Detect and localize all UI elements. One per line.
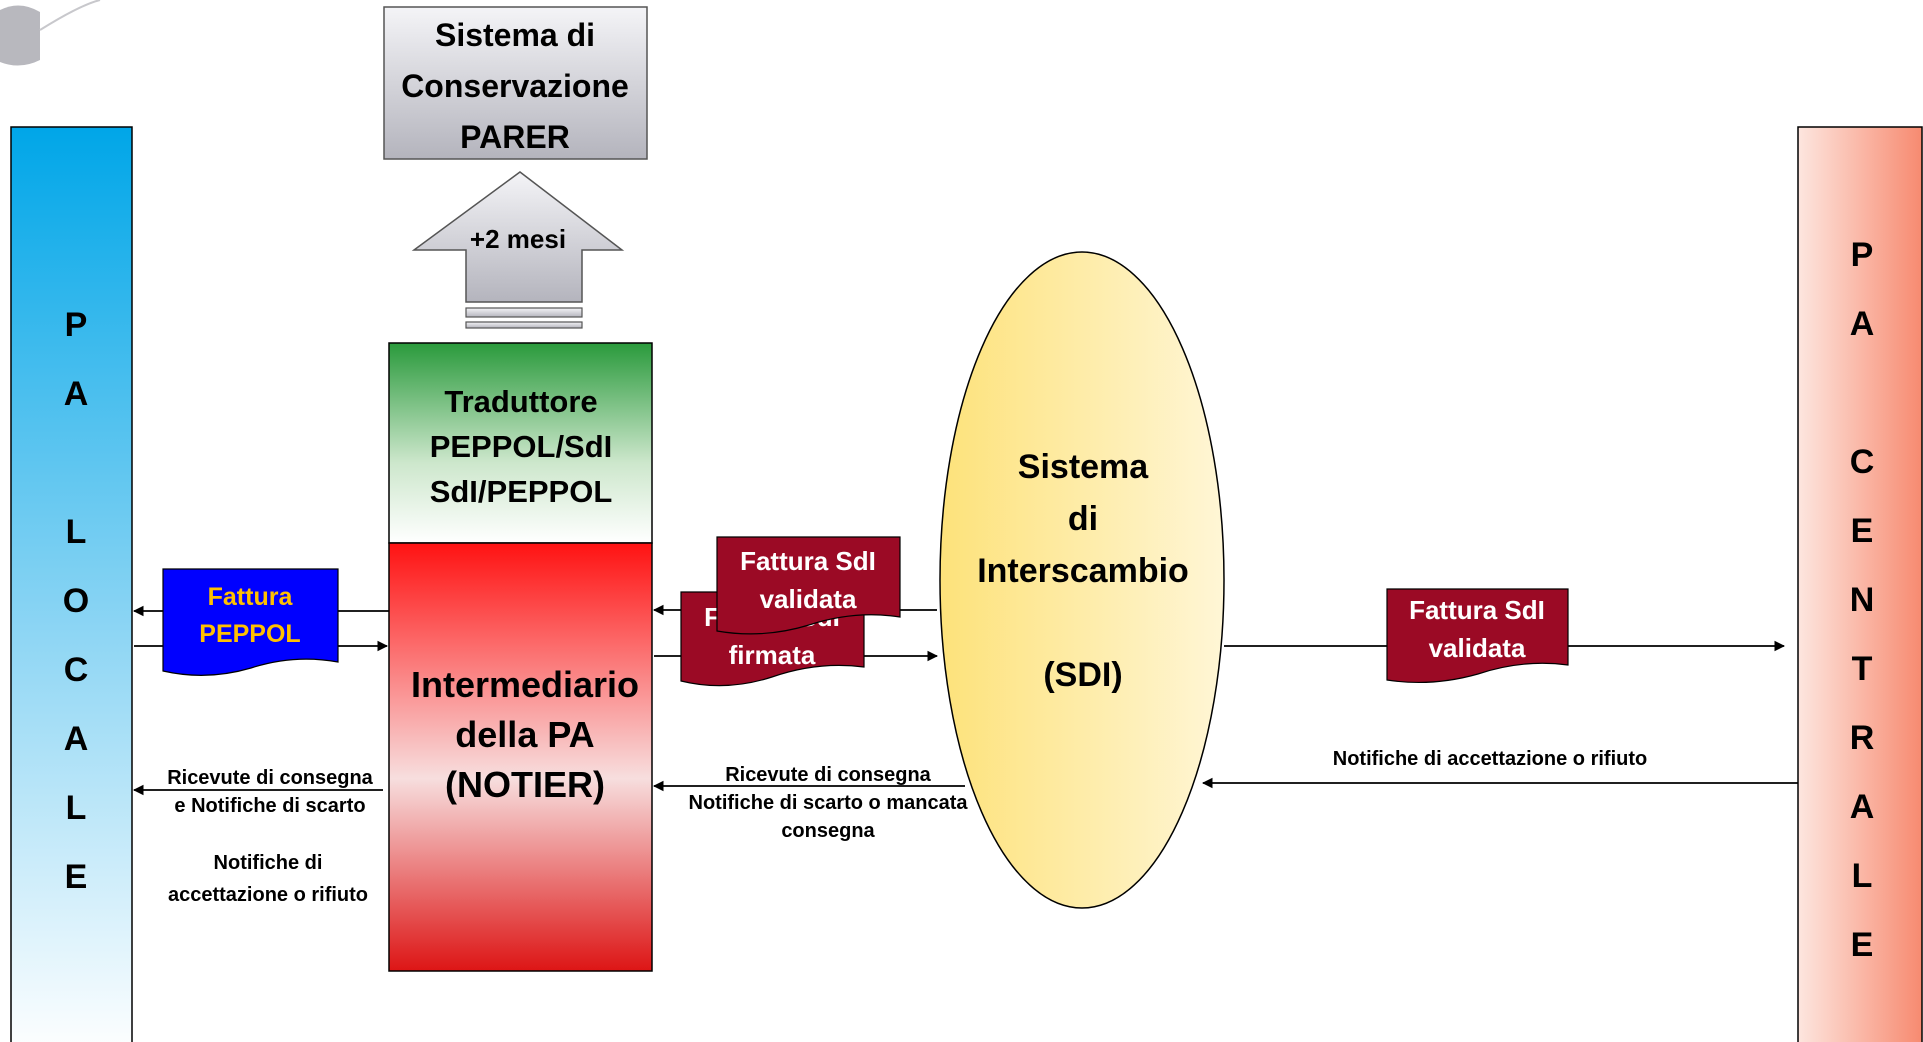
- tradText-line: Traduttore: [444, 384, 597, 419]
- doc-fattura-validata-front-label: Fattura SdI validata: [740, 546, 876, 614]
- consText-line: Sistema di: [435, 17, 595, 53]
- valFrontText-line: Fattura SdI: [740, 546, 876, 576]
- notLeftText-line: accettazione o rifiuto: [168, 884, 368, 906]
- paCentraleText-line: E: [1851, 512, 1874, 550]
- ricLeftText-line: Ricevute di consegna: [167, 767, 373, 789]
- valFrontText-line: validata: [760, 584, 857, 614]
- paCentraleText-line: L: [1852, 857, 1873, 895]
- paLocaleText-line: L: [66, 789, 87, 827]
- valRightText-line: validata: [1429, 633, 1526, 663]
- doc-fattura-validata-right: [1386, 588, 1569, 683]
- peppolText-line: PEPPOL: [199, 620, 300, 648]
- logo-fragment: [0, 0, 101, 66]
- intermediario-label: Intermediario della PA (NOTIER): [411, 664, 639, 805]
- traduttore-box: [388, 342, 653, 544]
- paCentraleText-line: P: [1851, 236, 1874, 274]
- paCentraleText-line: T: [1852, 650, 1873, 688]
- interText-line: (NOTIER): [445, 764, 605, 805]
- paLocaleText-line: O: [63, 582, 89, 620]
- conservazione-box: [383, 6, 648, 160]
- interText-line: della PA: [455, 714, 594, 755]
- notRightText-line: Notifiche di accettazione o rifiuto: [1333, 748, 1647, 770]
- notLeftText-line: Notifiche di: [214, 852, 323, 874]
- label-notifiche-left: Notifiche di accettazione o rifiuto: [168, 852, 368, 906]
- pa-locale-bar: [10, 126, 133, 1042]
- sdiText-line: Sistema: [1018, 448, 1149, 486]
- paLocaleText-line: P: [65, 306, 88, 344]
- paLocaleText-line: A: [64, 375, 89, 413]
- paCentraleText-line: E: [1851, 926, 1874, 964]
- label-ricevute-left: Ricevute di consegna e Notifiche di scart…: [167, 767, 373, 817]
- sdiText-line: Interscambio: [977, 552, 1189, 590]
- peppolText-line: Fattura: [208, 583, 294, 611]
- sdiText-line: (SDI): [1043, 656, 1122, 694]
- paLocaleText-line: L: [66, 513, 87, 551]
- paLocaleText-line: C: [64, 651, 89, 689]
- intermediario-box: [388, 542, 653, 972]
- interText-line: Intermediario: [411, 664, 639, 705]
- tradText-line: PEPPOL/SdI: [430, 429, 613, 464]
- sdi-ellipse: [939, 251, 1225, 909]
- paCentraleText-line: A: [1850, 305, 1875, 343]
- paLocaleText-line: E: [65, 858, 88, 896]
- doc-fattura-validata-front: [716, 536, 901, 635]
- sdiText-line: di: [1068, 500, 1098, 538]
- ricMidText-line: Ricevute di consegna: [725, 764, 931, 786]
- arrow-up-2-mesi: [411, 171, 625, 329]
- doc-fattura-validata-right-label: Fattura SdI validata: [1409, 595, 1545, 663]
- pa-centrale-bar: [1797, 126, 1923, 1042]
- paCentraleText-line: R: [1850, 719, 1875, 757]
- paCentraleText-line: N: [1850, 581, 1875, 619]
- arrow-up-label: +2 mesi: [470, 224, 566, 254]
- paLocaleText-line: A: [64, 720, 89, 758]
- consText-line: Conservazione: [401, 68, 629, 104]
- doc-fattura-peppol: [162, 568, 339, 676]
- valRightText-line: Fattura SdI: [1409, 595, 1545, 625]
- paCentraleText-line: C: [1850, 443, 1875, 481]
- ricMidText-line: Notifiche di scarto o mancata: [689, 792, 969, 814]
- firmataText-line: firmata: [729, 640, 816, 670]
- consText-line: PARER: [460, 119, 570, 155]
- label-notifiche-right: Notifiche di accettazione o rifiuto: [1333, 748, 1647, 770]
- paCentraleText-line: A: [1850, 788, 1875, 826]
- tradText-line: SdI/PEPPOL: [430, 474, 613, 509]
- ricMidText-line: consegna: [781, 820, 875, 842]
- ricLeftText-line: e Notifiche di scarto: [174, 795, 365, 817]
